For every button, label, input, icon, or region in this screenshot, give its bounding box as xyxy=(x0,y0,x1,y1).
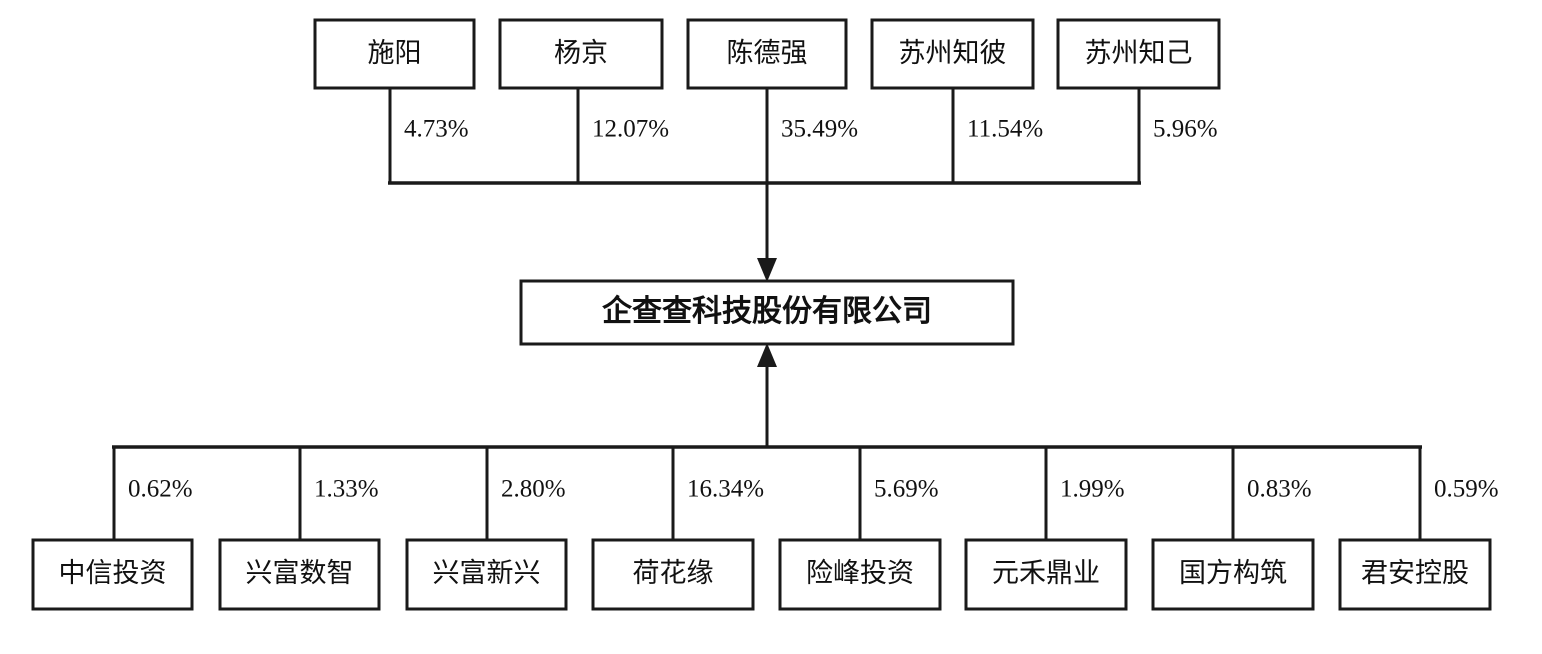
downstream-shareholder-group: 中信投资 兴富数智 兴富新兴 荷花缘 险峰投资 元禾鼎业 xyxy=(31,538,1492,611)
center-entity-label: 企查查科技股份有限公司 xyxy=(602,294,932,328)
downstream-percent-group: 0.62% 1.33% 2.80% 16.34% 5.69% 1.99% 0.8… xyxy=(128,476,1499,503)
node-label: 元禾鼎业 xyxy=(992,558,1100,588)
upstream-node-3[interactable]: 苏州知彼 xyxy=(870,18,1035,90)
arrow-up-icon xyxy=(757,343,777,367)
node-label: 国方构筑 xyxy=(1179,558,1287,588)
percent-label-downstream-6: 0.83% xyxy=(1247,476,1312,503)
node-box xyxy=(1338,538,1492,611)
percent-label-downstream-4: 5.69% xyxy=(874,476,939,503)
percent-label-upstream-1: 12.07% xyxy=(592,116,669,143)
downstream-node-1[interactable]: 兴富数智 xyxy=(218,538,381,611)
node-box xyxy=(964,538,1128,611)
downstream-node-7[interactable]: 君安控股 xyxy=(1338,538,1492,611)
percent-label-upstream-4: 5.96% xyxy=(1153,116,1218,143)
node-box xyxy=(870,18,1035,90)
upstream-shareholder-group: 施阳 杨京 陈德强 苏州知彼 苏州知己 xyxy=(313,18,1221,90)
node-box xyxy=(1151,538,1315,611)
center-entity-node[interactable]: 企查查科技股份有限公司 xyxy=(519,279,1015,346)
upstream-node-1[interactable]: 杨京 xyxy=(498,18,664,90)
node-box xyxy=(591,538,755,611)
downstream-node-2[interactable]: 兴富新兴 xyxy=(405,538,568,611)
percent-label-downstream-2: 2.80% xyxy=(501,476,566,503)
node-label: 施阳 xyxy=(368,38,422,68)
node-box xyxy=(405,538,568,611)
node-label: 兴富数智 xyxy=(246,558,354,588)
node-label: 苏州知彼 xyxy=(899,38,1007,68)
node-label: 险峰投资 xyxy=(806,558,914,588)
center-entity-box xyxy=(519,279,1015,346)
percent-label-downstream-5: 1.99% xyxy=(1060,476,1125,503)
node-label: 苏州知己 xyxy=(1085,38,1193,68)
percent-label-downstream-1: 1.33% xyxy=(314,476,379,503)
upstream-percent-group: 4.73% 12.07% 35.49% 11.54% 5.96% xyxy=(404,116,1218,143)
percent-label-downstream-0: 0.62% xyxy=(128,476,193,503)
upstream-node-4[interactable]: 苏州知己 xyxy=(1056,18,1221,90)
node-label: 中信投资 xyxy=(59,558,167,588)
downstream-connector-group xyxy=(112,343,1422,542)
upstream-connector-group xyxy=(388,86,1141,282)
node-box xyxy=(778,538,942,611)
node-label: 兴富新兴 xyxy=(433,558,541,588)
percent-label-upstream-3: 11.54% xyxy=(967,116,1043,143)
percent-label-upstream-0: 4.73% xyxy=(404,116,469,143)
upstream-node-0[interactable]: 施阳 xyxy=(313,18,476,90)
node-label: 君安控股 xyxy=(1361,558,1469,588)
node-box xyxy=(218,538,381,611)
percent-label-downstream-3: 16.34% xyxy=(687,476,764,503)
node-box xyxy=(31,538,194,611)
downstream-node-6[interactable]: 国方构筑 xyxy=(1151,538,1315,611)
percent-label-downstream-7: 0.59% xyxy=(1434,476,1499,503)
downstream-node-3[interactable]: 荷花缘 xyxy=(591,538,755,611)
node-box xyxy=(498,18,664,90)
downstream-node-0[interactable]: 中信投资 xyxy=(31,538,194,611)
node-label: 杨京 xyxy=(554,38,608,68)
node-label: 荷花缘 xyxy=(633,558,714,588)
arrow-down-icon xyxy=(757,258,777,282)
node-box xyxy=(313,18,476,90)
percent-label-upstream-2: 35.49% xyxy=(781,116,858,143)
upstream-node-2[interactable]: 陈德强 xyxy=(686,18,848,90)
node-label: 陈德强 xyxy=(727,38,808,68)
downstream-node-4[interactable]: 险峰投资 xyxy=(778,538,942,611)
downstream-node-5[interactable]: 元禾鼎业 xyxy=(964,538,1128,611)
